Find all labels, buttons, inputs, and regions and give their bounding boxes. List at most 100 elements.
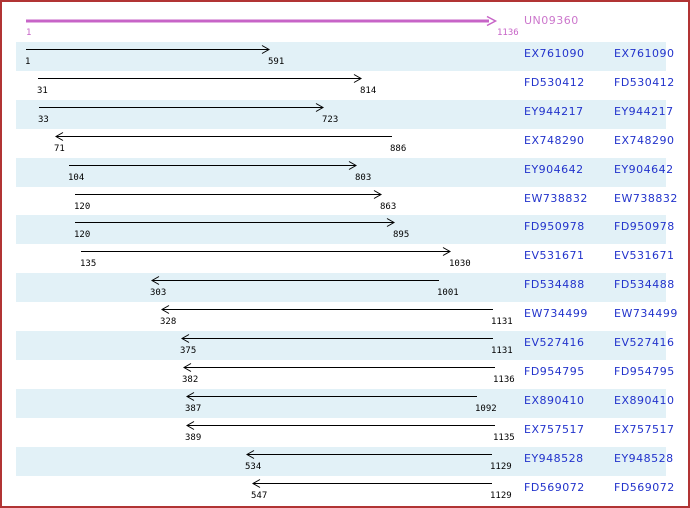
alignment-row: 387 1092 EX890410 EX890410 bbox=[2, 389, 688, 418]
alignment-arrow-icon bbox=[186, 421, 495, 430]
alignment-end-coordinate: 1129 bbox=[490, 462, 512, 472]
accession-link-col1[interactable]: FD950978 bbox=[524, 220, 585, 233]
alignment-end-coordinate: 1135 bbox=[493, 433, 515, 443]
accession-link-col2[interactable]: EY904642 bbox=[614, 163, 674, 176]
alignment-arrow-icon bbox=[26, 45, 271, 54]
accession-link-col2[interactable]: EW734499 bbox=[614, 307, 678, 320]
reference-end-coordinate: 1136 bbox=[497, 28, 519, 38]
accession-link-col1[interactable]: FD569072 bbox=[524, 481, 585, 494]
accession-link-col2[interactable]: FD950978 bbox=[614, 220, 675, 233]
alignment-row: 547 1129 FD569072 FD569072 bbox=[2, 476, 688, 504]
alignment-end-coordinate: 1129 bbox=[490, 491, 512, 501]
alignment-end-coordinate: 1131 bbox=[491, 346, 513, 356]
alignment-start-coordinate: 120 bbox=[74, 202, 91, 212]
alignment-arrow-icon bbox=[75, 190, 383, 199]
alignment-start-coordinate: 328 bbox=[160, 317, 177, 327]
alignment-start-coordinate: 135 bbox=[80, 259, 97, 269]
accession-link-col2[interactable]: EX748290 bbox=[614, 134, 675, 147]
row-band-background bbox=[16, 42, 666, 71]
alignment-arrow-icon bbox=[151, 276, 439, 285]
alignment-row: 104 803 EY904642 EY904642 bbox=[2, 158, 688, 187]
accession-link-col1[interactable]: EV531671 bbox=[524, 249, 585, 262]
accession-link-col2[interactable]: FD569072 bbox=[614, 481, 675, 494]
accession-link-col2[interactable]: EX757517 bbox=[614, 423, 675, 436]
accession-link-col1[interactable]: EX761090 bbox=[524, 47, 585, 60]
accession-link-col2[interactable]: EW738832 bbox=[614, 192, 678, 205]
accession-link-col2[interactable]: FD534488 bbox=[614, 278, 675, 291]
alignment-start-coordinate: 33 bbox=[38, 115, 49, 125]
accession-link-col1[interactable]: FD530412 bbox=[524, 76, 585, 89]
alignment-start-coordinate: 303 bbox=[150, 288, 167, 298]
alignment-arrow-icon bbox=[69, 161, 358, 170]
alignment-arrow-icon bbox=[161, 305, 493, 314]
accession-link-col1[interactable]: EY904642 bbox=[524, 163, 584, 176]
accession-link-col2[interactable]: EV527416 bbox=[614, 336, 675, 349]
alignment-arrow-icon bbox=[81, 247, 452, 256]
alignment-arrow-icon bbox=[39, 103, 325, 112]
alignment-row: 31 814 FD530412 FD530412 bbox=[2, 71, 688, 100]
row-band-background bbox=[16, 447, 666, 476]
accession-link-col2[interactable]: FD530412 bbox=[614, 76, 675, 89]
alignment-arrow-icon bbox=[55, 132, 392, 141]
accession-link-col1[interactable]: EY944217 bbox=[524, 105, 584, 118]
alignment-start-coordinate: 389 bbox=[185, 433, 202, 443]
alignment-end-coordinate: 591 bbox=[268, 57, 285, 67]
alignment-start-coordinate: 1 bbox=[25, 57, 31, 67]
accession-link-col1[interactable]: EW738832 bbox=[524, 192, 588, 205]
row-band-background bbox=[16, 331, 666, 360]
alignment-start-coordinate: 375 bbox=[180, 346, 197, 356]
accession-link-col2[interactable]: FD954795 bbox=[614, 365, 675, 378]
alignment-end-coordinate: 1030 bbox=[449, 259, 471, 269]
accession-link-col1[interactable]: EX757517 bbox=[524, 423, 585, 436]
accession-link-col1[interactable]: FD954795 bbox=[524, 365, 585, 378]
alignment-start-coordinate: 104 bbox=[68, 173, 85, 183]
alignment-end-coordinate: 886 bbox=[390, 144, 407, 154]
alignment-row: 389 1135 EX757517 EX757517 bbox=[2, 418, 688, 447]
alignment-row: 534 1129 EY948528 EY948528 bbox=[2, 447, 688, 476]
accession-link-col1[interactable]: EV527416 bbox=[524, 336, 585, 349]
alignment-row: 382 1136 FD954795 FD954795 bbox=[2, 360, 688, 389]
alignment-row: 33 723 EY944217 EY944217 bbox=[2, 100, 688, 129]
row-band-background bbox=[16, 389, 666, 418]
alignment-arrow-icon bbox=[186, 392, 477, 401]
alignment-row: 135 1030 EV531671 EV531671 bbox=[2, 244, 688, 273]
accession-link-col2[interactable]: EX890410 bbox=[614, 394, 675, 407]
alignment-end-coordinate: 723 bbox=[322, 115, 339, 125]
accession-link-col2[interactable]: EX761090 bbox=[614, 47, 675, 60]
alignment-arrow-icon bbox=[183, 363, 495, 372]
alignment-start-coordinate: 382 bbox=[182, 375, 199, 385]
alignment-arrow-icon bbox=[181, 334, 493, 343]
alignment-start-coordinate: 71 bbox=[54, 144, 65, 154]
alignment-end-coordinate: 1136 bbox=[493, 375, 515, 385]
alignment-row: 1 591 EX761090 EX761090 bbox=[2, 42, 688, 71]
alignment-start-coordinate: 120 bbox=[74, 230, 91, 240]
alignment-row: 328 1131 EW734499 EW734499 bbox=[2, 302, 688, 331]
alignment-arrow-icon bbox=[246, 450, 492, 459]
alignment-end-coordinate: 1001 bbox=[437, 288, 459, 298]
accession-link-col1[interactable]: EX890410 bbox=[524, 394, 585, 407]
alignment-end-coordinate: 814 bbox=[360, 86, 377, 96]
alignment-start-coordinate: 547 bbox=[251, 491, 268, 501]
accession-link-col1[interactable]: FD534488 bbox=[524, 278, 585, 291]
alignment-end-coordinate: 863 bbox=[380, 202, 397, 212]
alignment-end-coordinate: 895 bbox=[393, 230, 410, 240]
alignment-row: 71 886 EX748290 EX748290 bbox=[2, 129, 688, 158]
accession-link-col1[interactable]: EY948528 bbox=[524, 452, 584, 465]
alignment-arrow-icon bbox=[38, 74, 363, 83]
alignment-row: 120 895 FD950978 FD950978 bbox=[2, 215, 688, 244]
accession-link-col2[interactable]: EV531671 bbox=[614, 249, 675, 262]
row-band-background bbox=[16, 273, 666, 302]
accession-link-col2[interactable]: EY944217 bbox=[614, 105, 674, 118]
accession-link-col2[interactable]: EY948528 bbox=[614, 452, 674, 465]
row-band-background bbox=[16, 158, 666, 187]
row-band-background bbox=[16, 100, 666, 129]
alignment-end-coordinate: 1131 bbox=[491, 317, 513, 327]
row-band-background bbox=[16, 215, 666, 244]
accession-link-col1[interactable]: EX748290 bbox=[524, 134, 585, 147]
alignment-start-coordinate: 31 bbox=[37, 86, 48, 96]
alignment-start-coordinate: 387 bbox=[185, 404, 202, 414]
alignment-row: 375 1131 EV527416 EV527416 bbox=[2, 331, 688, 360]
accession-link-col1[interactable]: EW734499 bbox=[524, 307, 588, 320]
alignment-end-coordinate: 803 bbox=[355, 173, 372, 183]
